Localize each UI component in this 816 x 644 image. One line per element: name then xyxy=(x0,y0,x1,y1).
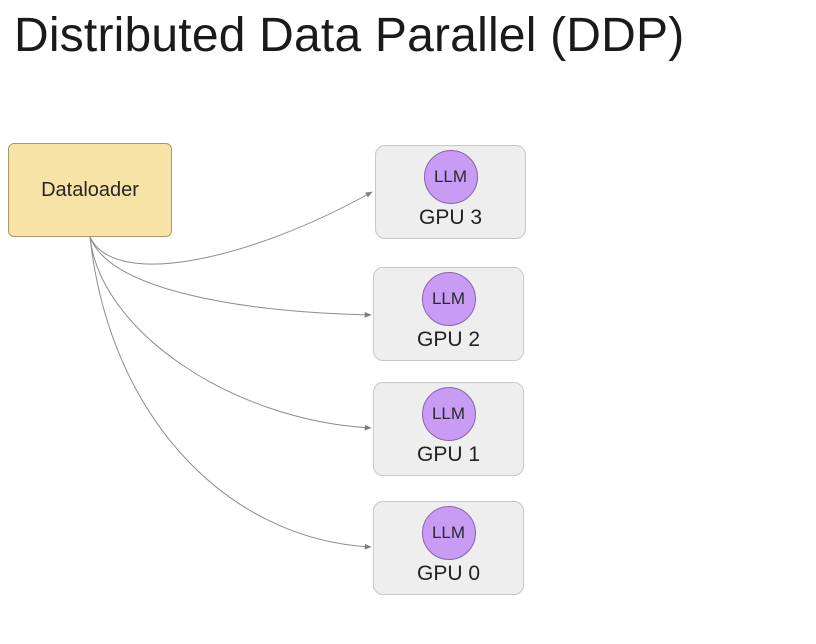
dataloader-box: Dataloader xyxy=(8,143,172,237)
llm-model-circle: LLM xyxy=(421,387,476,441)
gpu-label: GPU 3 xyxy=(418,206,483,229)
arrow-to-gpu-3 xyxy=(89,191,373,265)
gpu-box-2: LLM GPU 2 xyxy=(373,267,524,361)
llm-model-circle: LLM xyxy=(421,272,476,326)
llm-label: LLM xyxy=(431,523,466,542)
gpu-label: GPU 0 xyxy=(416,562,481,585)
llm-label: LLM xyxy=(431,289,466,308)
gpu-box-1: LLM GPU 1 xyxy=(373,382,524,476)
llm-label: LLM xyxy=(431,404,466,423)
llm-model-circle: LLM xyxy=(421,506,476,560)
gpu-label: GPU 1 xyxy=(416,443,481,466)
dataloader-label: Dataloader xyxy=(41,178,139,201)
llm-label: LLM xyxy=(433,167,468,186)
gpu-label: GPU 2 xyxy=(416,328,481,351)
llm-model-circle: LLM xyxy=(423,150,478,204)
gpu-box-3: LLM GPU 3 xyxy=(375,145,526,239)
arrow-to-gpu-0 xyxy=(89,236,372,550)
page-title: Distributed Data Parallel (DDP) xyxy=(14,9,685,62)
arrow-to-gpu-2 xyxy=(89,236,372,318)
gpu-box-0: LLM GPU 0 xyxy=(373,501,524,595)
arrow-to-gpu-1 xyxy=(89,236,372,431)
